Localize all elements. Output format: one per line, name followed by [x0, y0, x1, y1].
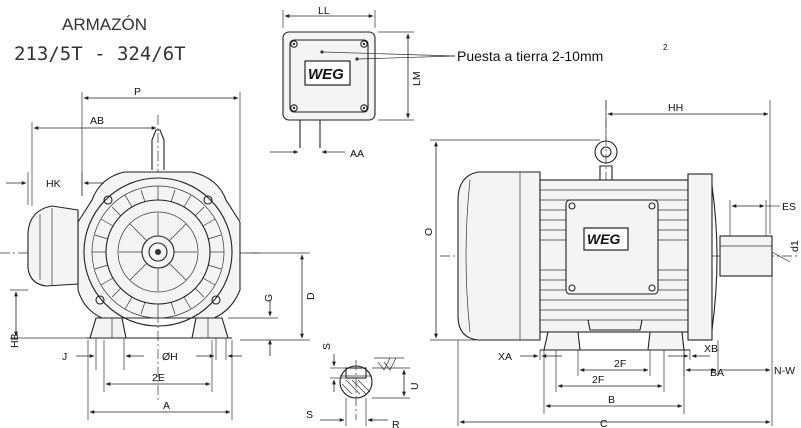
dim-label-BA: BA — [710, 367, 724, 379]
dim-label-B: B — [608, 394, 615, 406]
shaft-key-section: S U S R — [306, 343, 421, 428]
dim-label-S-top: S — [321, 343, 333, 350]
dim-label-LM: LM — [411, 71, 423, 86]
dim-label-d1: d1 — [789, 240, 801, 252]
dim-label-J: J — [62, 351, 67, 363]
side-view: WEG HH O ES d1 — [423, 100, 801, 428]
dim-label-HB: HB — [9, 333, 21, 348]
frame-title: ARMAZÓN — [62, 15, 147, 34]
frame-range: 213/5T - 324/6T — [14, 43, 186, 65]
dim-label-N-W: N-W — [774, 365, 795, 377]
dim-label-HH: HH — [668, 102, 683, 114]
dim-label-2E: 2E — [152, 372, 165, 384]
weg-logo — [304, 60, 351, 86]
side-weg-logo-text: WEG — [587, 231, 621, 247]
dim-label-D: D — [305, 292, 317, 300]
dim-label-AA: AA — [350, 148, 364, 160]
dim-label-AB: AB — [90, 115, 104, 127]
dim-label-G: G — [263, 294, 275, 302]
dim-label-O: O — [423, 228, 435, 236]
dim-label-S-bottom: S — [306, 409, 313, 421]
dim-label-C: C — [600, 418, 608, 428]
dim-label-LL: LL — [318, 5, 330, 17]
dim-label-A: A — [163, 400, 170, 412]
dim-label-HK: HK — [46, 178, 61, 190]
dim-label-R: R — [392, 419, 400, 428]
dim-label-U: U — [409, 382, 421, 390]
dim-label-OH: ØH — [162, 351, 178, 363]
grounding-note: Puesta a tierra 2-10mm — [457, 48, 603, 64]
dim-label-XB: XB — [704, 343, 718, 355]
weg-logo-text: WEG — [308, 66, 344, 83]
grounding-note-superscript: 2 — [663, 43, 668, 52]
dim-label-P: P — [134, 86, 141, 98]
terminal-box-view: WEG LL LM AA Puesta a tierra 2-10mm 2 — [270, 5, 668, 160]
dim-label-2F-lower: 2F — [592, 374, 604, 386]
front-view: P AB HK D G ØH J HB — [0, 86, 317, 420]
dim-label-2F-upper: 2F — [614, 358, 626, 370]
dim-label-XA: XA — [498, 351, 512, 363]
dim-label-ES: ES — [782, 201, 796, 213]
